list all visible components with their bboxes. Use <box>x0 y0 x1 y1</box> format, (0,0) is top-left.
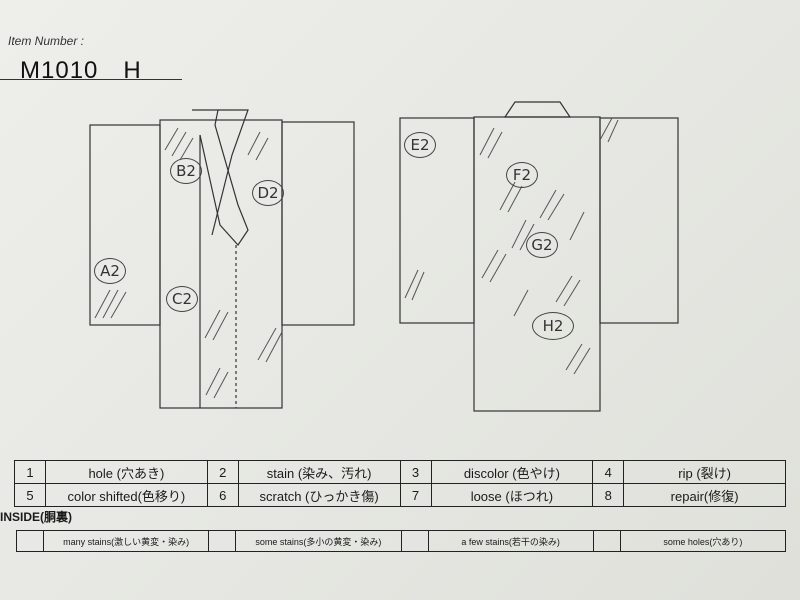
table-row: 5 color shifted(色移り) 6 scratch (ひっかき傷) 7… <box>14 483 786 507</box>
legend-number: 1 <box>14 460 46 484</box>
front-mark-d: D2 <box>252 180 284 206</box>
back-mark-g: G2 <box>526 232 558 258</box>
legend-number: 3 <box>399 460 432 484</box>
legend-number: 8 <box>592 483 625 507</box>
legend-number: 6 <box>206 483 239 507</box>
defect-legend-table: 1 hole (穴あき) 2 stain (染み、汚れ) 3 discolor … <box>14 460 786 507</box>
table-row: 1 hole (穴あき) 2 stain (染み、汚れ) 3 discolor … <box>14 460 786 484</box>
front-mark-c: C2 <box>166 286 198 312</box>
back-mark-e: E2 <box>404 132 436 158</box>
inside-checkbox <box>592 530 621 552</box>
legend-label: hole (穴あき) <box>45 460 208 484</box>
legend-number: 5 <box>14 483 46 507</box>
inside-checkbox <box>400 530 429 552</box>
front-kimono-outline <box>89 109 355 409</box>
legend-number: 2 <box>206 460 239 484</box>
inside-section-label: INSIDE(胴裏) <box>0 510 73 524</box>
stain-hatching <box>94 117 619 399</box>
inside-item-label: many stains(激しい黄変・染み) <box>42 530 210 552</box>
legend-label: rip (裂け) <box>623 460 786 484</box>
legend-label: stain (染み、汚れ) <box>237 460 401 484</box>
inside-checkbox <box>16 530 44 552</box>
legend-label: loose (ほつれ) <box>430 483 594 507</box>
front-mark-b: B2 <box>170 158 202 184</box>
back-mark-f: F2 <box>506 162 538 188</box>
inside-item-label: some stains(多小の黄変・染み) <box>235 530 402 552</box>
item-number-label: Item Number : <box>8 34 85 48</box>
legend-number: 7 <box>399 483 432 507</box>
inside-checkbox <box>208 530 237 552</box>
front-mark-a: A2 <box>94 258 126 284</box>
back-mark-h: H2 <box>532 312 574 340</box>
table-row: many stains(激しい黄変・染み) some stains(多小の黄変・… <box>16 530 787 552</box>
legend-label: repair(修復) <box>623 483 786 507</box>
legend-number: 4 <box>592 460 625 484</box>
inside-item-label: a few stains(若干の染み) <box>427 530 594 552</box>
item-number-underline <box>0 79 182 80</box>
legend-label: discolor (色やけ) <box>430 460 594 484</box>
inside-item-label: some holes(穴あり) <box>619 530 787 552</box>
inside-condition-table: many stains(激しい黄変・染み) some stains(多小の黄変・… <box>16 530 787 552</box>
legend-label: color shifted(色移り) <box>45 483 208 507</box>
back-kimono-outline <box>399 101 679 412</box>
legend-label: scratch (ひっかき傷) <box>237 483 401 507</box>
